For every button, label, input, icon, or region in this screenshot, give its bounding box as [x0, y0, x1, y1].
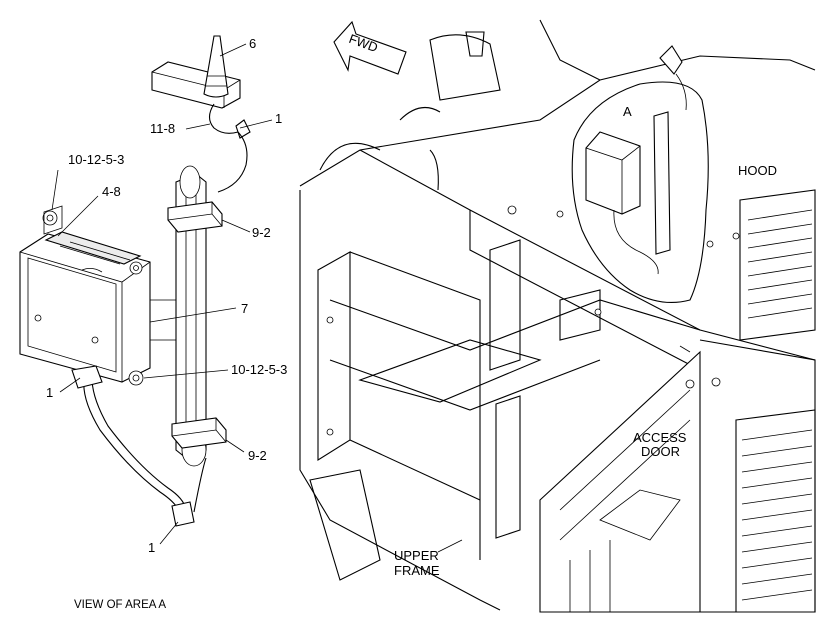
harness-cable	[83, 379, 181, 515]
area-a-components	[585, 45, 687, 275]
machine-overview	[299, 19, 816, 613]
grille-lower	[741, 429, 813, 601]
upper-frame-label-line2: FRAME	[394, 563, 440, 578]
access-door-label-line1: ACCESS	[633, 430, 687, 445]
connector-bottom	[171, 501, 195, 527]
cable-clip-top	[235, 119, 251, 139]
callout-1-bottom: 1	[148, 540, 155, 555]
connector-left	[71, 365, 103, 389]
clip-upper	[167, 201, 223, 233]
callout-1-left: 1	[46, 385, 53, 400]
caption-view-of-area-a: VIEW OF AREA A	[74, 599, 166, 611]
callout-4-8: 4-8	[102, 184, 121, 199]
antenna-cable	[208, 103, 248, 193]
antenna	[151, 35, 241, 109]
access-door	[539, 350, 701, 613]
leader-lines	[51, 43, 273, 545]
upper-frame-label-line1: UPPER	[394, 548, 439, 563]
callout-9-2-bottom: 9-2	[248, 448, 267, 463]
access-door-label-line2: DOOR	[641, 444, 680, 459]
fwd-arrow	[333, 20, 407, 75]
clip-lower	[171, 417, 227, 449]
detail-view-area-a	[19, 35, 251, 527]
callout-7: 7	[241, 301, 248, 316]
callout-1-top: 1	[275, 111, 282, 126]
callout-9-2-top: 9-2	[252, 225, 271, 240]
callout-6: 6	[249, 36, 256, 51]
callout-10-12-5-3-top: 10-12-5-3	[68, 152, 124, 167]
ecu-module	[19, 205, 151, 386]
area-a-label: A	[623, 104, 632, 119]
callout-11-8: 11-8	[150, 121, 175, 136]
hood-label: HOOD	[738, 163, 777, 178]
grille-upper	[747, 209, 813, 319]
callout-10-12-5-3-mid: 10-12-5-3	[231, 362, 287, 377]
